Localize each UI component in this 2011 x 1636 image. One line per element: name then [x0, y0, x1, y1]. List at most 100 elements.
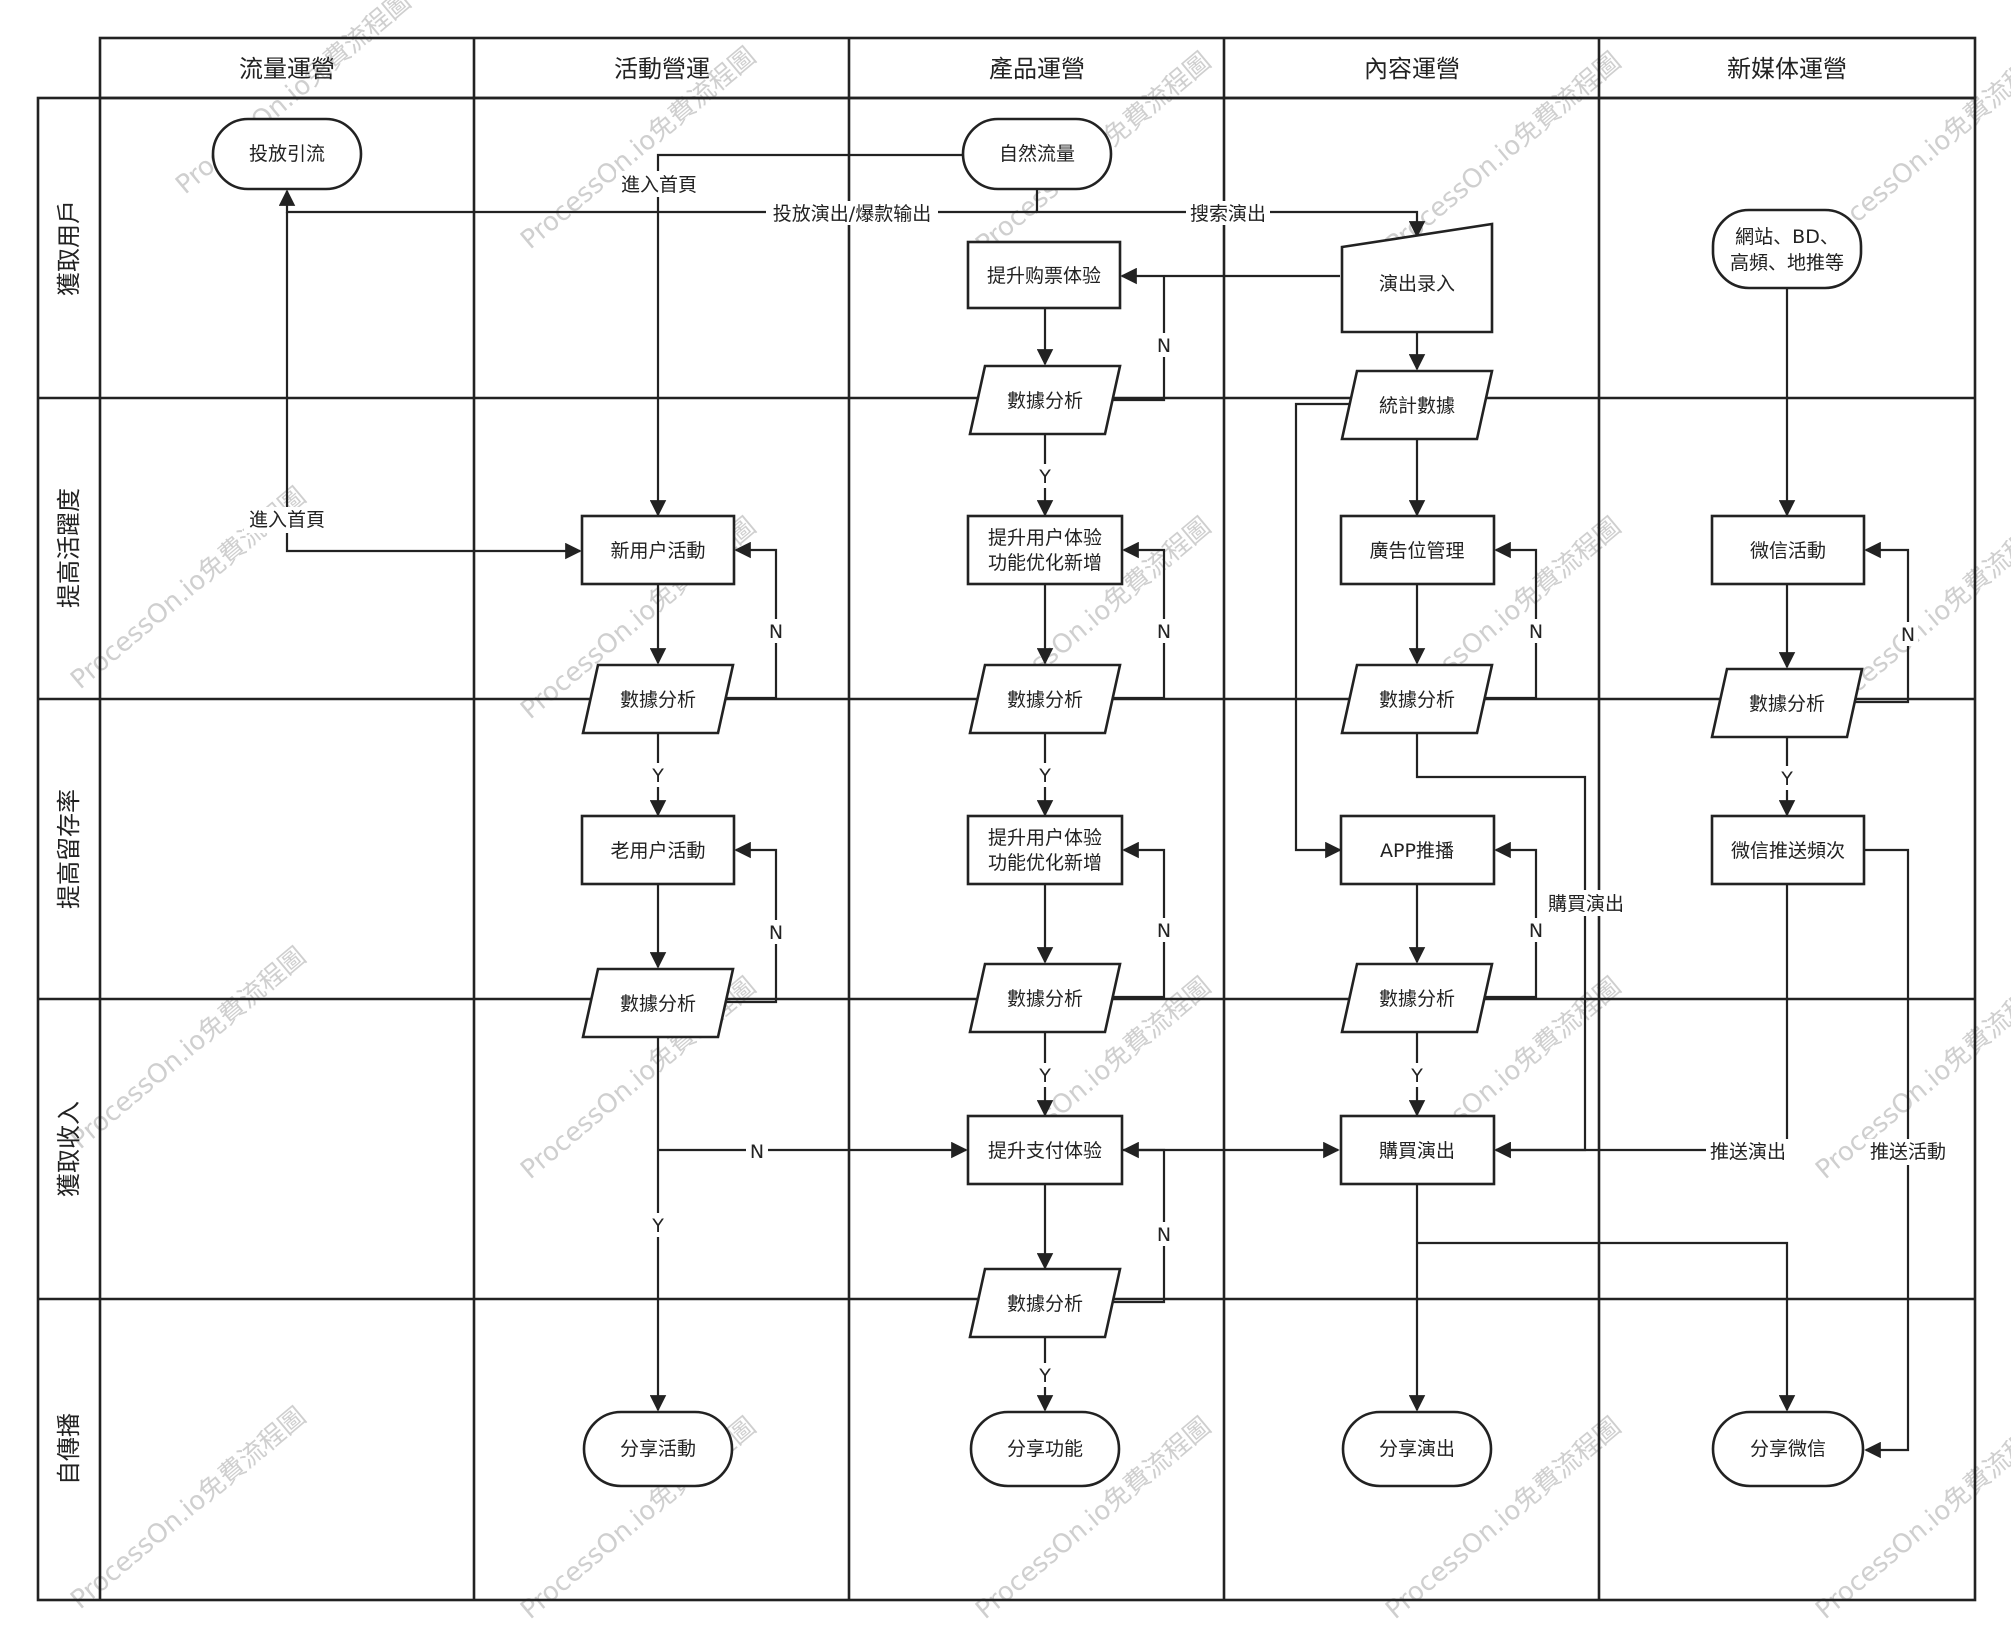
svg-text:廣告位管理: 廣告位管理 — [1369, 540, 1464, 562]
edge-label-n: N — [1529, 621, 1543, 643]
edge-label-y: Y — [1038, 1365, 1051, 1387]
lane-label-self-spread: 自傳播 — [55, 1413, 83, 1485]
edge-labels: 進入首頁 進入首頁 投放演出/爆款输出 搜索演出 購買演出 推送演出 推送活動 … — [244, 171, 1950, 1387]
svg-text:投放引流: 投放引流 — [249, 143, 325, 165]
edge-label-y: Y — [1410, 1065, 1423, 1087]
node-old-user-activity[interactable]: 老用户活動 — [580, 814, 736, 886]
node-share-activity[interactable]: 分享活動 — [582, 1410, 734, 1488]
node-data-analysis[interactable]: 數據分析 — [581, 967, 735, 1039]
node-data-analysis[interactable]: 數據分析 — [1710, 667, 1864, 739]
svg-text:分享微信: 分享微信 — [1750, 1438, 1826, 1460]
edge-label-promote-shows: 投放演出/爆款输出 — [773, 203, 931, 225]
svg-text:網站、BD、: 網站、BD、 — [1735, 226, 1839, 248]
column-headers: 流量運營 活動營運 產品運營 內容運營 新媒体運營 — [239, 55, 1847, 83]
column-header-activity: 活動營運 — [614, 55, 710, 83]
node-wechat-activity[interactable]: 微信活動 — [1710, 514, 1866, 586]
lane-label-retention: 提高留存率 — [55, 789, 83, 909]
svg-text:數據分析: 數據分析 — [1007, 1293, 1083, 1315]
node-natural-traffic[interactable]: 自然流量 — [961, 117, 1113, 191]
connectors — [278, 153, 1910, 1459]
svg-text:APP推播: APP推播 — [1380, 840, 1454, 862]
svg-text:演出录入: 演出录入 — [1379, 273, 1455, 295]
edge-label-n: N — [1901, 624, 1915, 646]
edge-label-n: N — [750, 1141, 764, 1163]
svg-text:新用户活動: 新用户活動 — [610, 540, 705, 562]
node-statistics[interactable]: 統計數據 — [1340, 369, 1494, 441]
svg-text:數據分析: 數據分析 — [1379, 689, 1455, 711]
svg-text:高頻、地推等: 高頻、地推等 — [1730, 252, 1844, 274]
lane-label-acquire-users: 獲取用戶 — [55, 200, 83, 296]
watermark: ProcessOn.io免費流程圖 — [65, 941, 312, 1155]
svg-text:自然流量: 自然流量 — [999, 143, 1075, 165]
edge-label-n: N — [1157, 1224, 1171, 1246]
lane-label-revenue: 獲取收入 — [55, 1101, 83, 1197]
column-header-new-media: 新媒体運營 — [1727, 55, 1847, 83]
node-ad-slot-management[interactable]: 廣告位管理 — [1339, 514, 1496, 586]
node-data-analysis[interactable]: 數據分析 — [968, 1267, 1122, 1339]
svg-text:數據分析: 數據分析 — [1749, 693, 1825, 715]
svg-text:提升购票体验: 提升购票体验 — [987, 265, 1101, 287]
node-share-wechat[interactable]: 分享微信 — [1711, 1410, 1865, 1488]
node-data-analysis[interactable]: 數據分析 — [968, 663, 1122, 735]
edge-label-push-shows: 推送演出 — [1710, 1141, 1786, 1163]
lane-labels: 獲取用戶 提高活躍度 提高留存率 獲取收入 自傳播 — [55, 200, 83, 1485]
svg-text:數據分析: 數據分析 — [620, 993, 696, 1015]
svg-text:分享功能: 分享功能 — [1007, 1438, 1083, 1460]
svg-text:分享演出: 分享演出 — [1379, 1438, 1455, 1460]
edge-label-n: N — [769, 922, 783, 944]
node-new-user-activity[interactable]: 新用户活動 — [580, 514, 736, 586]
node-ux-improve-1[interactable]: 提升用户体验 功能优化新增 — [966, 514, 1124, 586]
svg-text:功能优化新增: 功能优化新增 — [988, 852, 1102, 874]
lane-label-activity: 提高活躍度 — [55, 488, 83, 608]
edge-label-n: N — [1157, 621, 1171, 643]
node-share-feature[interactable]: 分享功能 — [969, 1410, 1121, 1488]
svg-text:微信活動: 微信活動 — [1750, 540, 1826, 562]
edge-label-y: Y — [1780, 768, 1793, 790]
node-data-analysis[interactable]: 數據分析 — [968, 364, 1122, 436]
edge-label-enter-home-left: 進入首頁 — [249, 509, 325, 531]
node-data-analysis[interactable]: 數據分析 — [581, 663, 735, 735]
node-data-analysis[interactable]: 數據分析 — [1340, 962, 1494, 1034]
svg-text:統計數據: 統計數據 — [1379, 395, 1455, 417]
node-share-shows[interactable]: 分享演出 — [1341, 1410, 1493, 1488]
svg-text:數據分析: 數據分析 — [620, 689, 696, 711]
edge-label-n: N — [1157, 335, 1171, 357]
column-header-content: 內容運營 — [1364, 55, 1460, 83]
node-data-analysis[interactable]: 數據分析 — [1340, 663, 1494, 735]
node-buy-shows[interactable]: 購買演出 — [1339, 1114, 1496, 1186]
svg-text:提升支付体验: 提升支付体验 — [988, 1140, 1102, 1162]
nodes: 投放引流 自然流量 提升购票体验 演出录入 網站、BD、 高頻、地推等 數據分析… — [211, 117, 1866, 1488]
edge-label-n: N — [1529, 920, 1543, 942]
svg-text:數據分析: 數據分析 — [1007, 988, 1083, 1010]
watermark: ProcessOn.io免費流程圖 — [65, 1401, 312, 1615]
edge-label-y: Y — [651, 765, 664, 787]
edge-label-buy-shows: 購買演出 — [1548, 893, 1624, 915]
svg-text:提升用户体验: 提升用户体验 — [988, 827, 1102, 849]
node-web-bd[interactable]: 網站、BD、 高頻、地推等 — [1711, 208, 1863, 290]
edge-label-search-shows: 搜索演出 — [1190, 203, 1266, 225]
edge-label-y: Y — [651, 1215, 664, 1237]
edge-label-y: Y — [1038, 1065, 1051, 1087]
svg-text:老用户活動: 老用户活動 — [610, 840, 705, 862]
node-ux-improve-2[interactable]: 提升用户体验 功能优化新增 — [966, 814, 1124, 886]
node-app-push[interactable]: APP推播 — [1339, 814, 1496, 886]
svg-text:購買演出: 購買演出 — [1379, 1140, 1455, 1162]
node-payment-experience[interactable]: 提升支付体验 — [966, 1114, 1124, 1186]
node-paid-traffic[interactable]: 投放引流 — [211, 117, 363, 191]
edge-label-y: Y — [1038, 765, 1051, 787]
svg-text:提升用户体验: 提升用户体验 — [988, 527, 1102, 549]
node-wechat-push-frequency[interactable]: 微信推送頻次 — [1710, 814, 1866, 886]
edge-label-y: Y — [1038, 466, 1051, 488]
column-header-product: 產品運營 — [989, 55, 1085, 83]
svg-text:功能优化新增: 功能优化新增 — [988, 552, 1102, 574]
edge-label-n: N — [769, 621, 783, 643]
node-data-analysis[interactable]: 數據分析 — [968, 962, 1122, 1034]
svg-text:微信推送頻次: 微信推送頻次 — [1731, 840, 1845, 862]
node-show-entry[interactable]: 演出录入 — [1340, 222, 1494, 334]
node-ticket-experience[interactable]: 提升购票体验 — [966, 240, 1122, 310]
edge-label-n: N — [1157, 920, 1171, 942]
edge-label-push-activity: 推送活動 — [1870, 1141, 1946, 1163]
svg-text:分享活動: 分享活動 — [620, 1438, 696, 1460]
svg-text:數據分析: 數據分析 — [1007, 390, 1083, 412]
